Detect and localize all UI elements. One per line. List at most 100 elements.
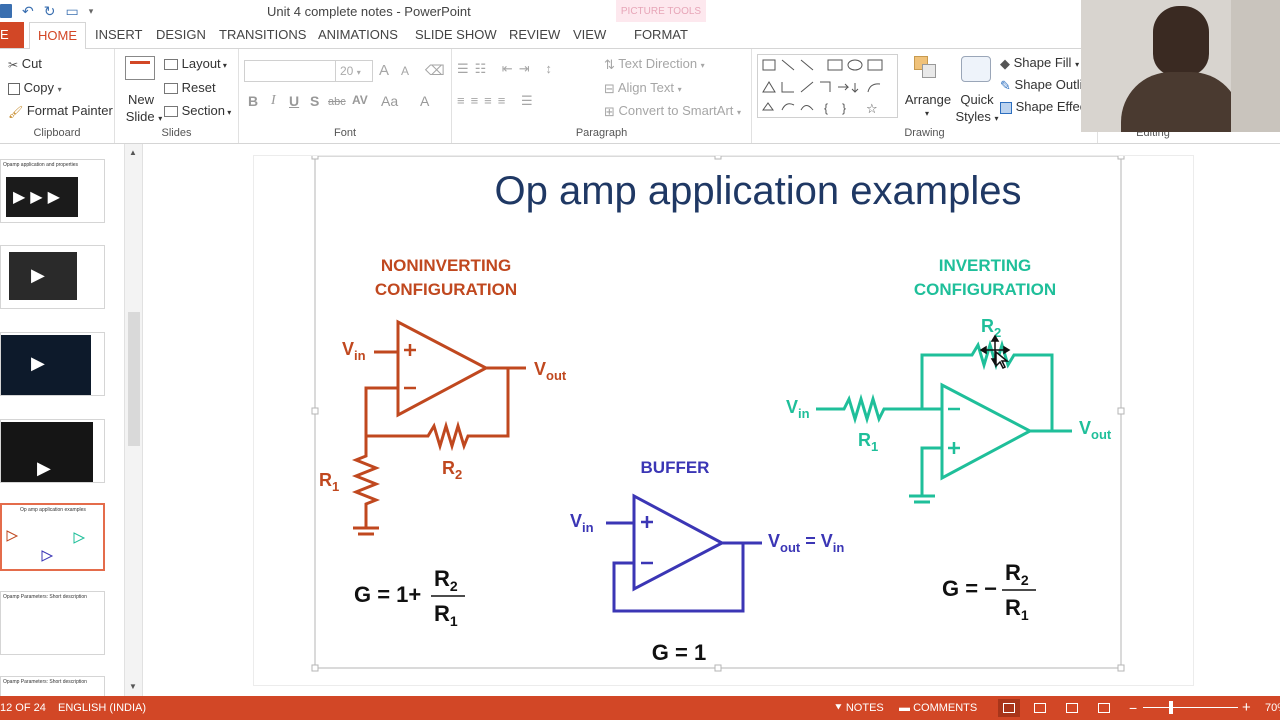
text-direction-icon: ⇅: [604, 56, 615, 72]
tab-transitions[interactable]: TRANSITIONS: [219, 27, 307, 42]
play-icon: ▶: [31, 353, 45, 373]
svg-text:G = −: G = −: [942, 576, 997, 601]
shape-fill-button[interactable]: ◆ Shape Fill ▾: [1000, 55, 1080, 71]
new-slide-label: New: [127, 92, 154, 107]
zoom-in-icon[interactable]: +: [1242, 699, 1251, 716]
noninverting-heading-1: NONINVERTING: [381, 256, 511, 275]
svg-text:R1: R1: [1005, 595, 1029, 623]
arrange-button[interactable]: Arrange ▾: [902, 54, 952, 124]
new-slide-button[interactable]: New Slide ▾: [122, 54, 162, 124]
change-case-button[interactable]: Aa: [381, 93, 399, 109]
font-name-box[interactable]: [244, 60, 336, 82]
zoom-slider-thumb[interactable]: [1169, 701, 1173, 714]
webcam-overlay: [1081, 0, 1280, 132]
quick-styles-label-2: Styles ▾: [955, 109, 999, 124]
picture-selection-frame[interactable]: [311, 156, 1125, 672]
slide-canvas[interactable]: Op amp application examples NONINVERTING…: [253, 155, 1194, 686]
italic-button[interactable]: I: [271, 93, 276, 108]
slideshow-start-icon[interactable]: ▭: [65, 2, 79, 19]
move-cursor-icon: [979, 334, 1011, 370]
drawing-group: {}☆ Arrange ▾ Quick Styles ▾ ◆ Shape Fil…: [752, 49, 1098, 143]
slide-thumbnail-1[interactable]: Opamp application and properties ▶▶▶: [0, 159, 105, 223]
slide-sorter-view-icon[interactable]: [1034, 703, 1046, 713]
bullets-icon[interactable]: ☰☷ ⇤⇥ ↕: [457, 61, 558, 76]
scroll-down-icon[interactable]: ▼: [129, 682, 137, 691]
slide-thumbnail-4[interactable]: ▶: [0, 419, 105, 483]
tab-home[interactable]: HOME: [29, 22, 86, 49]
bold-button[interactable]: B: [248, 93, 259, 109]
shapes-gallery-icons: {}☆: [762, 59, 883, 116]
language-indicator[interactable]: ENGLISH (INDIA): [58, 702, 147, 714]
buffer-vin-label: Vin: [570, 511, 594, 535]
layout-icon: [164, 59, 178, 71]
arrange-label: Arrange: [904, 92, 952, 107]
copy-button[interactable]: Copy ▾: [8, 80, 62, 95]
shape-effects-button[interactable]: Shape Effec: [1000, 99, 1086, 114]
inverting-gain-formula: G = − R2 R1: [942, 560, 1036, 623]
svg-text:R2: R2: [434, 566, 458, 594]
slideshow-view-icon[interactable]: [1098, 703, 1110, 713]
noninverting-r2-label: R2: [442, 458, 462, 482]
layout-button[interactable]: Layout ▾: [164, 56, 227, 71]
shape-outline-button[interactable]: ✎ Shape Outli: [1000, 77, 1082, 94]
zoom-slider[interactable]: [1143, 701, 1238, 714]
reset-button[interactable]: Reset: [164, 80, 216, 95]
notes-button[interactable]: ⯆ NOTES: [834, 702, 884, 715]
zoom-out-icon[interactable]: −: [1129, 700, 1138, 716]
font-size-box[interactable]: 20 ▾: [335, 60, 373, 82]
normal-view-button[interactable]: [998, 699, 1020, 717]
zoom-level[interactable]: 70%: [1265, 702, 1280, 714]
save-icon[interactable]: [0, 4, 12, 18]
redo-icon[interactable]: ↻: [43, 2, 56, 19]
char-spacing-button[interactable]: AV: [352, 93, 368, 107]
convert-smartart-button[interactable]: ⊞ Convert to SmartArt ▾: [604, 103, 742, 119]
cut-button[interactable]: ✂ Cut: [8, 56, 42, 72]
comments-button[interactable]: ▬ COMMENTS: [899, 702, 977, 714]
strikethrough-button[interactable]: abc: [328, 96, 346, 108]
font-color-button[interactable]: A: [420, 93, 430, 109]
tab-insert[interactable]: INSERT: [95, 27, 143, 42]
new-slide-icon: [125, 56, 155, 80]
tab-slide-show[interactable]: SLIDE SHOW: [415, 27, 497, 42]
thumbnails-scrollbar[interactable]: ▲ ▼: [125, 144, 143, 696]
shrink-font-button[interactable]: A: [401, 64, 410, 78]
svg-text:G = 1+: G = 1+: [354, 582, 421, 607]
tab-animations[interactable]: ANIMATIONS: [318, 27, 398, 42]
scrollbar-thumb[interactable]: [128, 312, 140, 446]
font-group-label: Font: [333, 127, 356, 139]
alignment-icons[interactable]: ≡≡≡≡ ☰: [457, 93, 539, 108]
tab-view[interactable]: VIEW: [573, 27, 607, 42]
slide-thumbnail-3[interactable]: ▶: [0, 332, 105, 396]
slide-thumbnail-5[interactable]: Op amp application examples: [0, 503, 105, 571]
undo-icon[interactable]: ↶: [22, 2, 34, 19]
shapes-gallery[interactable]: {}☆: [757, 54, 898, 118]
slide-thumbnail-2[interactable]: ▶: [0, 245, 105, 309]
tab-design[interactable]: DESIGN: [156, 27, 206, 42]
convert-smartart-label: Convert to SmartArt: [618, 103, 734, 118]
paragraph-group-label: Paragraph: [575, 127, 628, 139]
format-painter-button[interactable]: 🖌 Format Painter: [8, 103, 113, 119]
section-button[interactable]: Section ▾: [164, 103, 231, 118]
normal-view-icon: [1003, 703, 1015, 713]
quick-styles-button[interactable]: Quick Styles ▾: [954, 54, 1000, 124]
tab-format[interactable]: FORMAT: [634, 27, 688, 42]
scroll-up-icon[interactable]: ▲: [129, 148, 137, 157]
slide-thumbnail-6[interactable]: Opamp Parameters: Short description: [0, 591, 105, 655]
clear-formatting-icon[interactable]: ⌫: [425, 62, 445, 78]
mini-circuit-preview: [6, 530, 86, 562]
grow-font-button[interactable]: A: [379, 62, 390, 79]
pencil-icon: ✎: [1000, 77, 1011, 93]
video-frame: ▶: [1, 422, 93, 482]
text-direction-button[interactable]: ⇅ Text Direction ▾: [604, 56, 705, 72]
slide-thumbnails-panel[interactable]: Opamp application and properties ▶▶▶ ▶ ▶…: [0, 144, 125, 696]
comment-icon: ▬: [899, 702, 914, 714]
reading-view-icon[interactable]: [1066, 703, 1078, 713]
underline-button[interactable]: U: [289, 93, 300, 109]
buffer-circuit: BUFFER Vin Vout = Vin: [570, 458, 844, 613]
tab-review[interactable]: REVIEW: [509, 27, 561, 42]
align-text-button[interactable]: ⊟ Align Text ▾: [604, 80, 682, 96]
text-shadow-button[interactable]: S: [310, 93, 320, 109]
slide-thumbnail-7[interactable]: Opamp Parameters: Short description: [0, 676, 105, 696]
tab-file[interactable]: E: [0, 22, 24, 48]
customize-qat-icon[interactable]: ▾: [88, 5, 94, 16]
